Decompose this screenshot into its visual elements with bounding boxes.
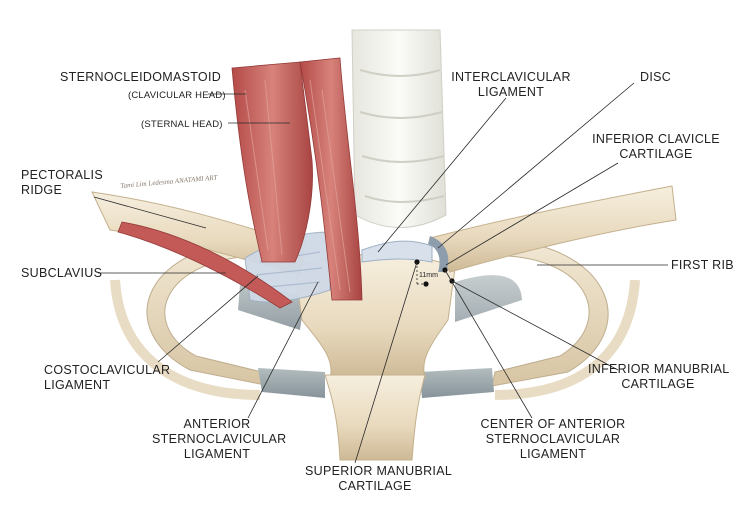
label-anterior-line3: LIGAMENT [183, 447, 251, 461]
label-inferior-clavicle-cartilage: INFERIOR CLAVICLE CARTILAGE [586, 132, 726, 162]
label-clavicular-head: (CLAVICULAR HEAD) [128, 90, 226, 101]
label-sternal-head: (STERNAL HEAD) [141, 119, 223, 130]
label-inferior-manubrial-cartilage: INFERIOR MANUBRIAL CARTILAGE [588, 362, 730, 392]
label-interclavicular-ligament: INTERCLAVICULAR LIGAMENT [446, 70, 576, 100]
label-center-line3: LIGAMENT [519, 447, 587, 461]
label-pectoralis-ridge: PECTORALIS RIDGE [21, 168, 103, 198]
label-anterior-line1: ANTERIOR [183, 417, 251, 431]
label-superior-manubrial-cartilage: SUPERIOR MANUBRIAL CARTILAGE [305, 464, 453, 494]
cervical-spine [351, 29, 447, 228]
label-inferior-clavicle-line1: INFERIOR CLAVICLE [592, 132, 720, 146]
label-inferior-manubrial-line1: INFERIOR MANUBRIAL [588, 362, 730, 376]
label-anterior-line2: STERNOCLAVICULAR [152, 432, 287, 446]
label-center-line1: CENTER OF ANTERIOR [480, 417, 626, 431]
label-interclavicular-line2: LIGAMENT [477, 85, 545, 99]
label-sternocleidomastoid: STERNOCLEIDOMASTOID [60, 70, 221, 85]
label-center-line2: STERNOCLAVICULAR [485, 432, 621, 446]
label-first-rib: FIRST RIB [671, 258, 734, 272]
label-inferior-clavicle-line2: CARTILAGE [619, 147, 693, 161]
leader-lines [93, 82, 668, 464]
measurement-label: 11mm [419, 272, 438, 279]
label-superior-line1: SUPERIOR MANUBRIAL [305, 464, 453, 478]
muscles [117, 57, 363, 309]
label-subclavius: SUBCLAVIUS [21, 266, 103, 280]
label-inferior-manubrial-line2: CARTILAGE [621, 377, 695, 391]
label-interclavicular-line1: INTERCLAVICULAR [451, 70, 571, 84]
label-costoclavicular-line2: LIGAMENT [44, 378, 111, 392]
label-center-anterior-sternoclavicular-ligament: CENTER OF ANTERIOR STERNOCLAVICULAR LIGA… [478, 417, 628, 462]
label-pectoralis-line2: RIDGE [21, 183, 63, 197]
label-costoclavicular-ligament: COSTOCLAVICULAR LIGAMENT [44, 363, 170, 393]
label-pectoralis-line1: PECTORALIS [21, 168, 103, 182]
label-costoclavicular-line1: COSTOCLAVICULAR [44, 363, 171, 377]
label-superior-line2: CARTILAGE [338, 479, 412, 493]
label-scm-line1: STERNOCLEIDOMASTOID [60, 70, 222, 84]
label-anterior-sternoclavicular-ligament: ANTERIOR STERNOCLAVICULAR LIGAMENT [152, 417, 287, 462]
label-disc: DISC [640, 70, 672, 84]
